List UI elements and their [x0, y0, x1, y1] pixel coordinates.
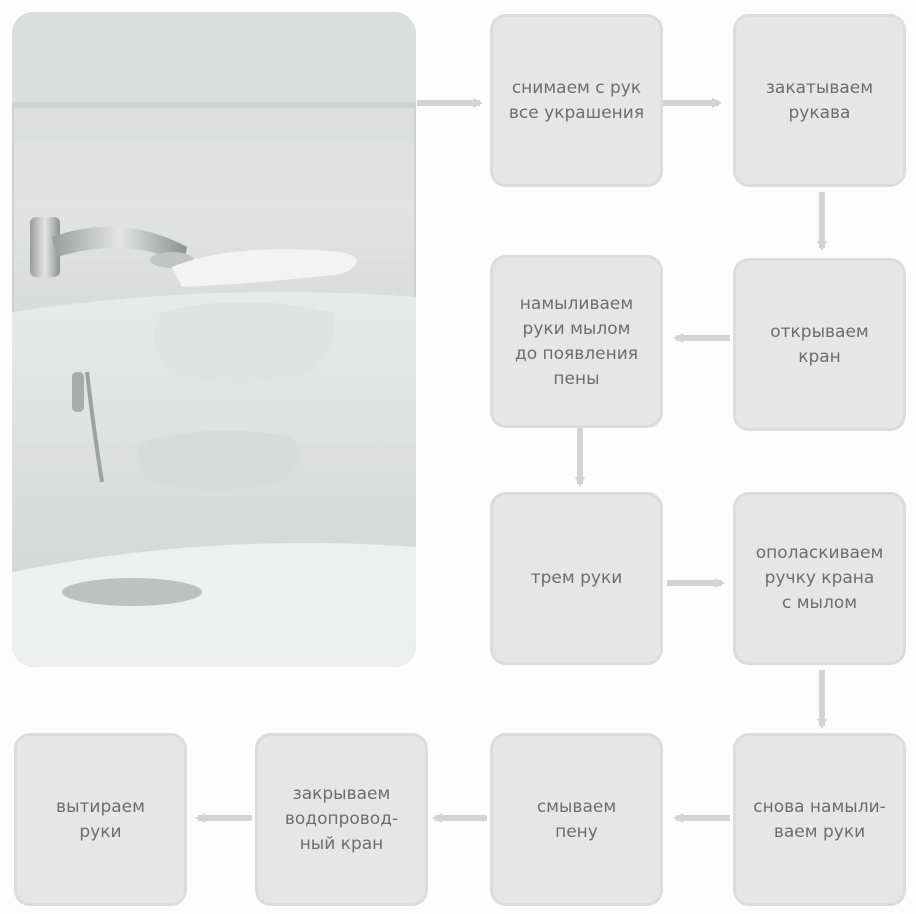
step-label: открываем кран	[770, 321, 869, 367]
step-label: ополаскиваем ручку крана с мылом	[755, 543, 884, 613]
step-label: закрываем водопровод- ный кран	[284, 784, 399, 854]
hand-washing-photo	[12, 12, 416, 667]
step-label: намыливаем руки мылом до появления пены	[514, 293, 639, 389]
step-label: закатываем рукава	[765, 77, 874, 123]
step-label: смываем пену	[536, 796, 617, 842]
step-lather-hands: намыливаем руки мылом до появления пены	[490, 255, 663, 428]
step-open-tap: открываем кран	[733, 258, 906, 431]
step-close-tap: закрываем водопровод- ный кран	[255, 733, 428, 906]
step-remove-jewelry: снимаем с рук все украшения	[490, 14, 663, 187]
photo-illustration	[12, 12, 416, 667]
step-roll-up-sleeves: закатываем рукава	[733, 14, 906, 187]
step-rinse-tap-handle: ополаскиваем ручку крана с мылом	[733, 492, 906, 665]
step-rub-hands: трем руки	[490, 492, 663, 665]
step-lather-again: снова намыли- ваем руки	[733, 733, 906, 906]
step-label: снимаем с рук все украшения	[508, 77, 645, 123]
step-label: трем руки	[530, 568, 623, 588]
step-label: снова намыли- ваем руки	[753, 796, 886, 842]
step-rinse-foam: смываем пену	[490, 733, 663, 906]
step-label: вытираем руки	[56, 796, 145, 842]
step-dry-hands: вытираем руки	[14, 733, 187, 906]
